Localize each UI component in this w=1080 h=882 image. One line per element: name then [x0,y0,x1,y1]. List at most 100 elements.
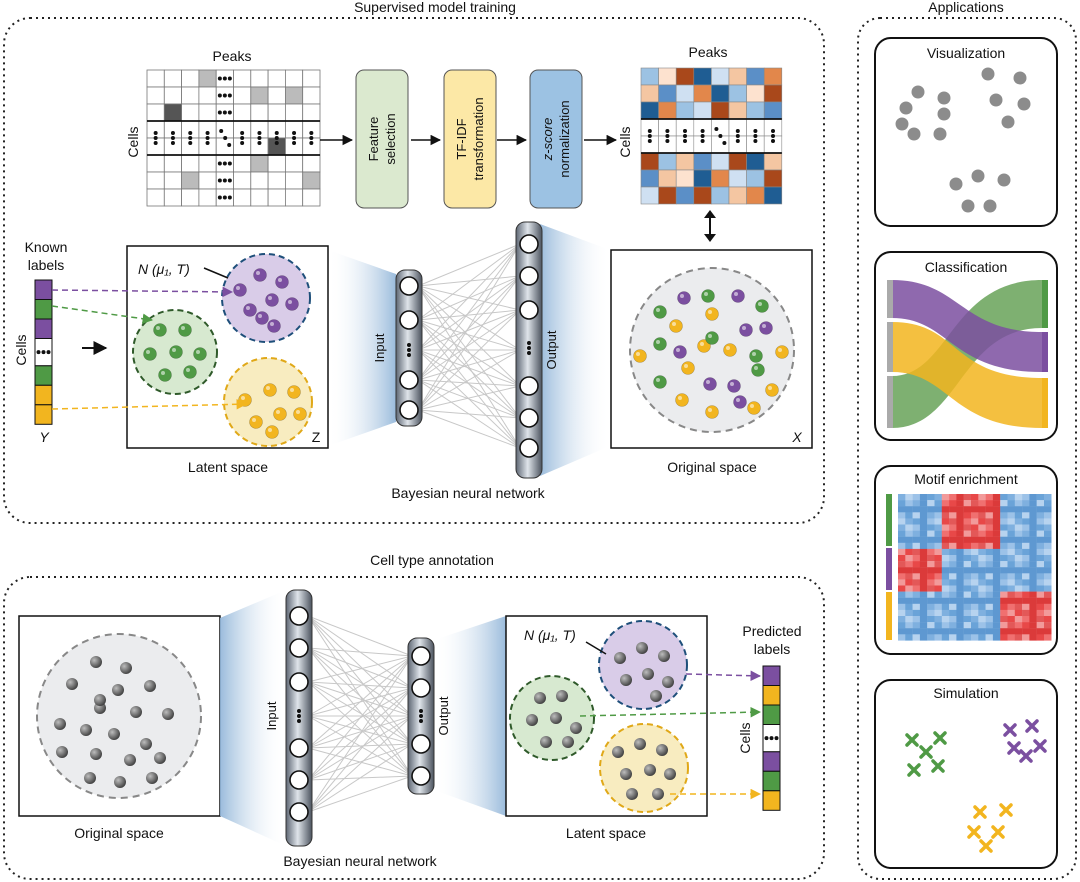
heatmap-cell [978,548,986,556]
heatmap-cell [978,494,986,501]
network-node [399,370,419,390]
visualization-point [981,67,995,81]
matrix-cell [284,154,304,173]
matrix-cell [763,186,783,205]
heatmap-cell [919,567,928,574]
ellipsis-dots [205,136,210,140]
unlabeled-point [120,662,132,674]
yellow-point [273,407,287,421]
ball-highlight [268,296,272,300]
unlabeled-point [108,728,120,740]
heatmap-cell [1022,616,1030,623]
heatmap-cell [992,628,1001,635]
heatmap-cell [949,609,957,617]
heatmap-cell [985,603,994,611]
training-title: Supervised model training [354,0,516,15]
ellipsis-dots [217,76,222,81]
network-node [289,770,309,790]
heatmap-cell [949,634,957,641]
matrix-cell [198,137,217,156]
matrix-cell [675,84,695,103]
heatmap-cell [1036,585,1045,592]
heatmap-cell [905,622,913,629]
classification-sankey [887,280,1048,428]
unlabeled-point [612,746,624,758]
heatmap-cell [898,548,906,556]
matrix-cell [146,137,165,156]
matrix-cell [250,171,269,190]
heatmap-cell [963,634,972,641]
heatmap-cell [1036,536,1045,543]
heatmap-cell [919,512,928,519]
heatmap-cell [1000,597,1008,604]
matrix-cell [163,86,183,105]
ball-highlight [278,278,282,282]
training-output-nodes [519,234,539,458]
heatmap-cell [949,561,957,568]
ball-highlight [236,286,240,290]
unlabeled-point [80,724,92,736]
heatmap-cell [927,622,935,629]
heatmap-cell [941,603,950,611]
heatmap-cell [934,494,942,501]
motif-bar-green [886,494,892,546]
heatmap-cell [934,609,942,617]
heatmap-cell [919,494,928,501]
heatmap-cell [963,506,972,513]
heatmap-cell [1022,597,1030,604]
ann-input-beam [220,590,286,846]
heatmap-cell [1036,561,1045,568]
matrix-cell [302,69,321,88]
motif-bar-purple [886,548,892,590]
heatmap-cell [949,628,957,635]
heatmap-cell [1036,555,1045,562]
heatmap-cell [963,530,972,537]
heatmap-cell [912,506,921,513]
motif-title: Motif enrichment [914,471,1018,487]
heatmap-cell [927,542,935,550]
heatmap-cell [912,542,921,550]
ball-highlight [704,292,708,296]
network-node [289,606,309,626]
matrix-cell [763,152,783,171]
ellipsis-dots [205,131,210,135]
purple-point [265,293,279,307]
network-edge [307,655,413,683]
heatmap-cell [1044,622,1052,629]
train-distribution-label: N (μ₁, T) [138,261,190,277]
network-edge [417,319,521,419]
matrix-cell [693,169,712,188]
step-zscore-line1: z-score [540,118,555,162]
heatmap-cell [912,622,921,629]
matrix-cell [746,84,765,103]
heatmap-cell [956,573,964,580]
heatmap-cell [1022,548,1030,556]
heatmap-cell [898,555,906,562]
heatmap-cell [949,567,957,574]
heatmap-cell [1029,512,1037,519]
matrix-cell [198,69,217,88]
network-edge [307,743,413,813]
step-tfidf-transformation: TF-IDF transformation [443,69,497,209]
matrix-cell [163,188,183,207]
network-edge [307,715,413,813]
yellow-point [747,401,761,415]
step-tfidf-line1: TF-IDF [454,118,469,159]
heatmap-cell [1036,548,1045,556]
heatmap-cell [919,628,928,635]
matrix-cell [711,84,730,103]
ellipsis-dots [217,93,222,98]
purple-sim-point [1007,741,1021,755]
ellipsis-dots [647,134,652,138]
heatmap-cell [1014,585,1023,592]
heatmap-cell [963,585,972,592]
matrix-cell [728,67,747,86]
z-label: Z [312,429,321,445]
heatmap-cell [978,555,986,562]
heatmap-cell [985,542,994,550]
matrix-cell [181,86,200,105]
heatmap-cell [978,500,986,507]
heatmap-cell [1029,561,1037,568]
ball-highlight [708,310,712,314]
yellow-point [705,307,719,321]
